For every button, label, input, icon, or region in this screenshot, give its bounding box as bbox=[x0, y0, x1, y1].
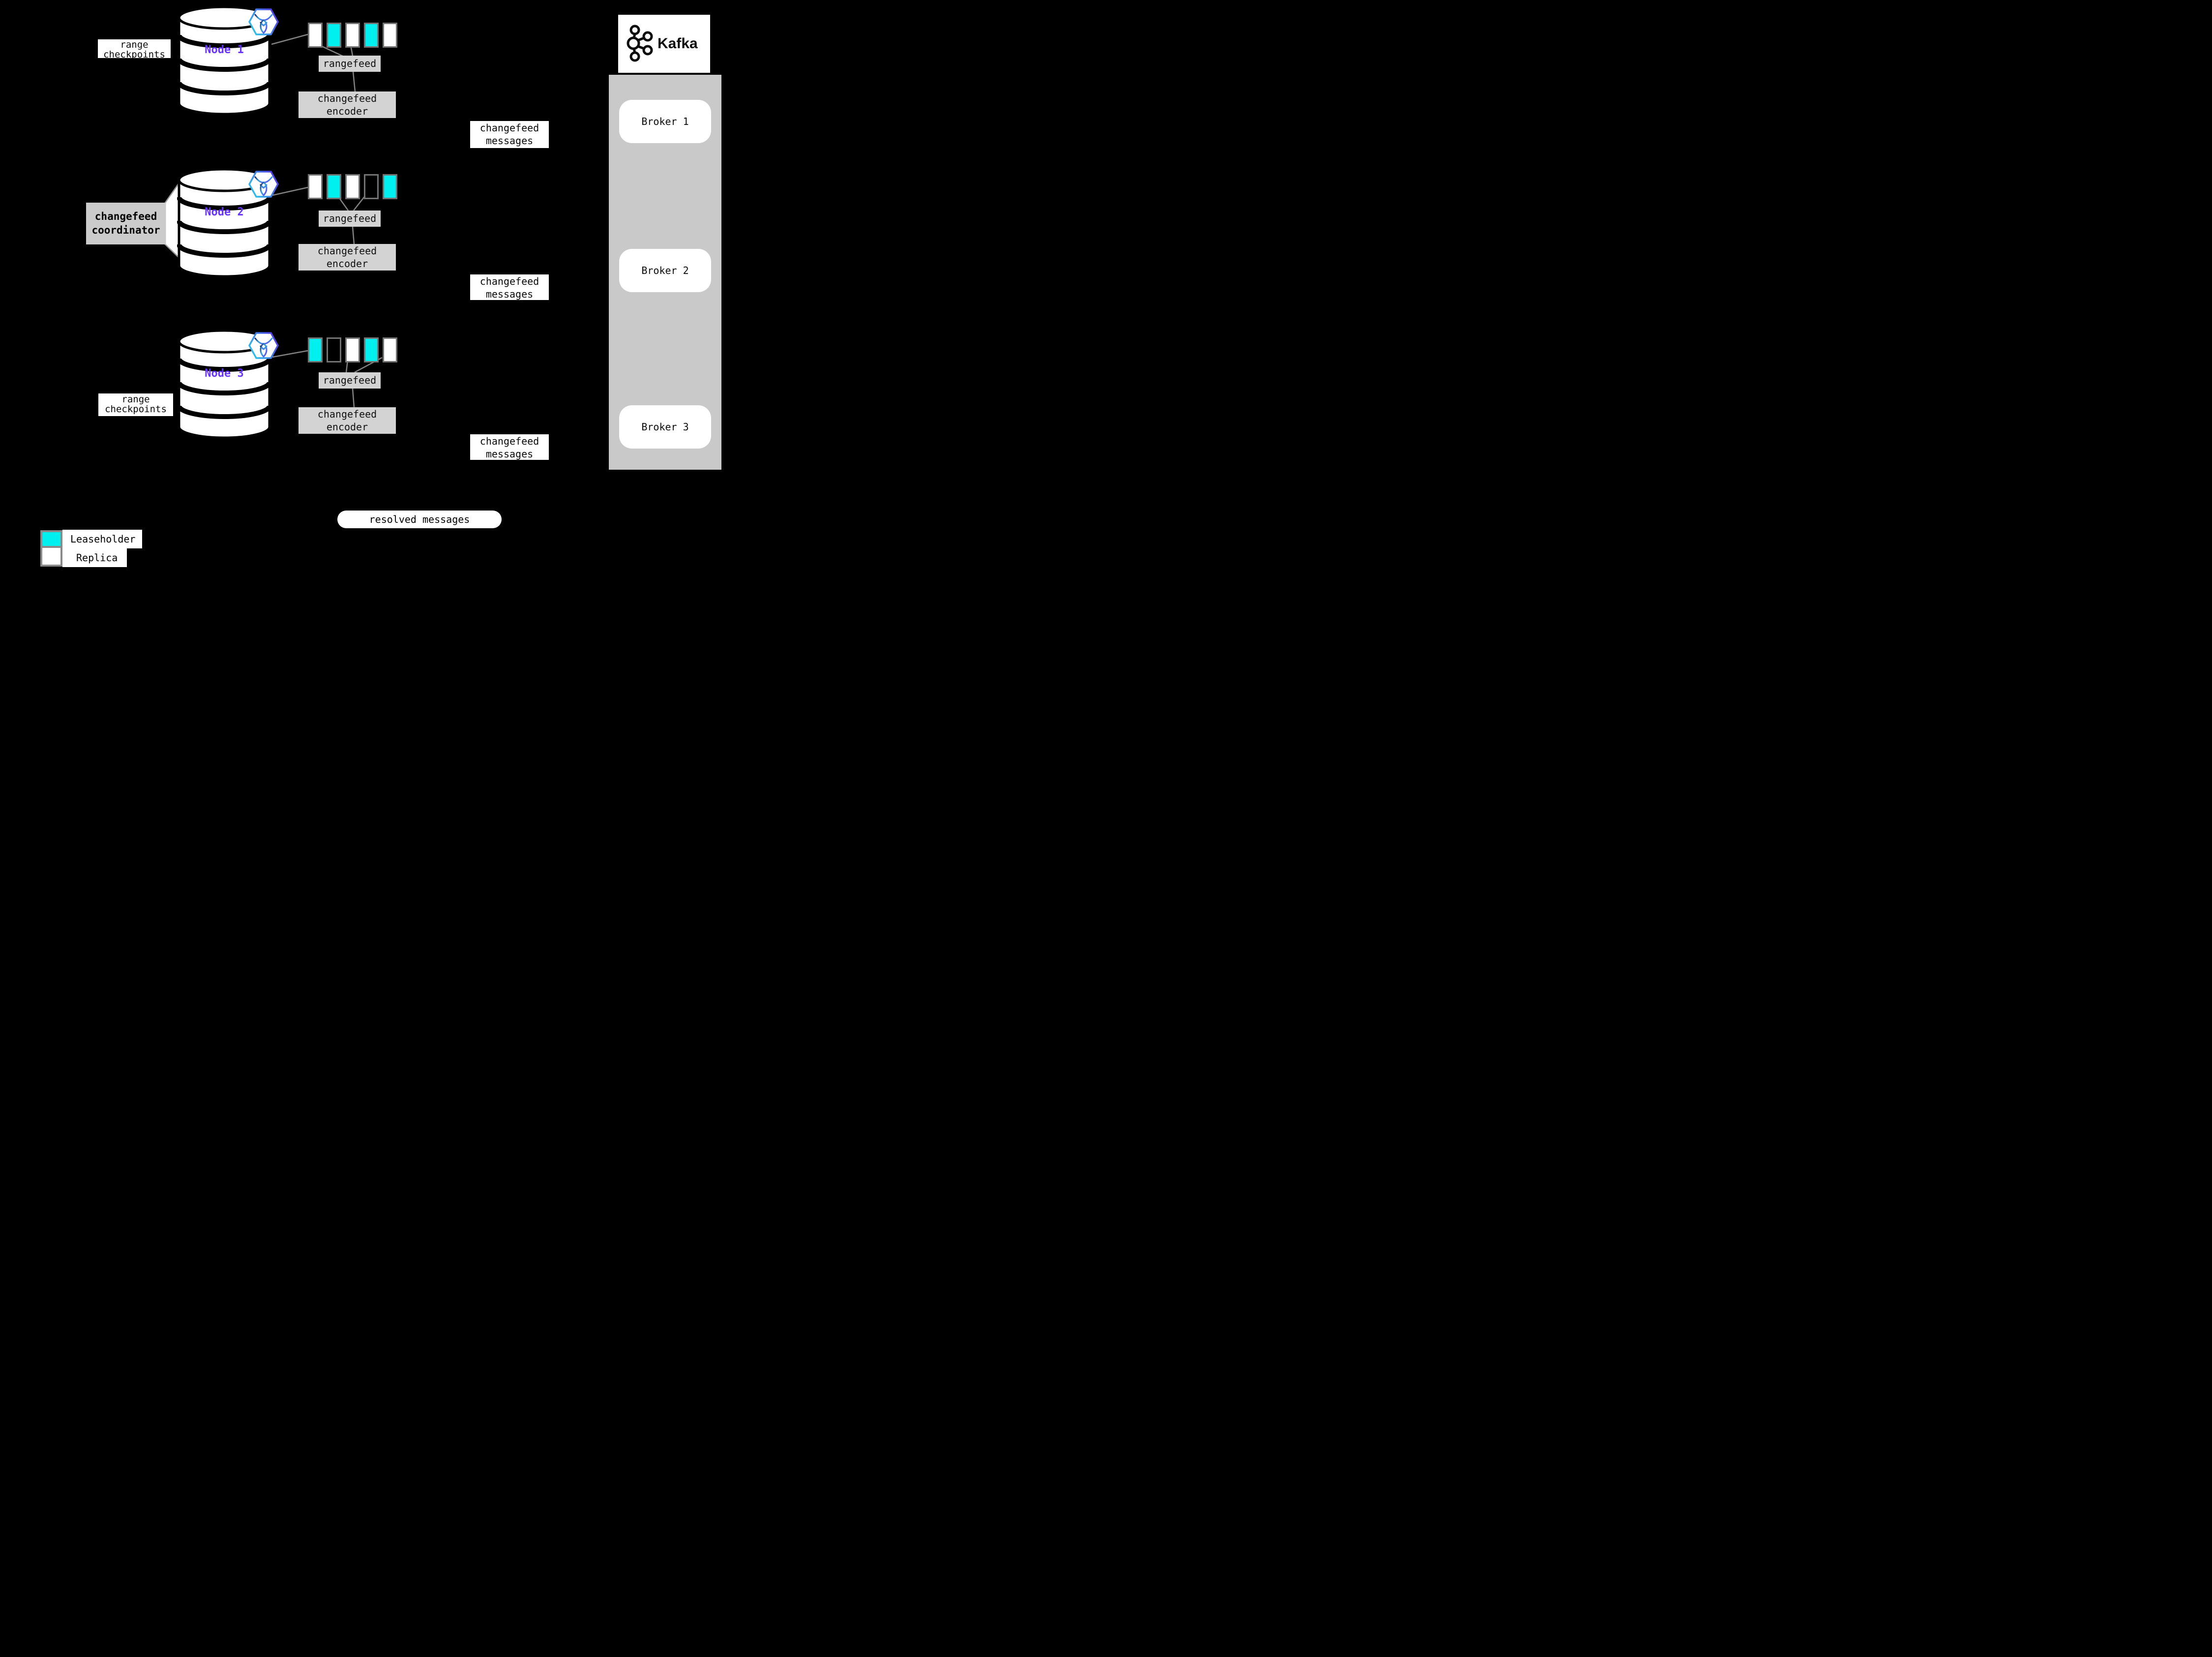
cockroachdb-hexagon-icon bbox=[248, 332, 279, 359]
range-rect bbox=[308, 174, 323, 199]
range-checkpoints-label-1: range checkpoints bbox=[98, 39, 171, 58]
node-2-label: Node 2 bbox=[205, 206, 243, 218]
broker-2-box: Broker 2 bbox=[619, 249, 711, 292]
node-2-ranges bbox=[308, 174, 397, 199]
broker-3-box: Broker 3 bbox=[619, 405, 711, 449]
kafka-logo-box: Kafka bbox=[618, 15, 710, 73]
node-3-cylinder: Node 3 bbox=[177, 329, 271, 439]
cockroach-glyph-icon bbox=[254, 14, 273, 34]
range-rect bbox=[327, 23, 341, 48]
range-rect bbox=[364, 23, 379, 48]
range-rect bbox=[383, 337, 397, 362]
range-checkpoints-label-2: range checkpoints bbox=[98, 393, 173, 416]
range-rect bbox=[364, 337, 379, 362]
range-rect bbox=[345, 23, 360, 48]
changefeed-coordinator-label: changefeed coordinator bbox=[86, 203, 166, 244]
changefeed-encoder-box-3: changefeed encoder bbox=[299, 407, 396, 434]
legend-leaseholder-swatch bbox=[40, 530, 62, 548]
kafka-title: Kafka bbox=[658, 35, 698, 52]
changefeed-encoder-box-1: changefeed encoder bbox=[299, 91, 396, 118]
node-3-label: Node 3 bbox=[205, 367, 243, 380]
cockroach-glyph-icon bbox=[254, 337, 273, 358]
range-rect bbox=[345, 174, 360, 199]
node-3-ranges bbox=[308, 337, 397, 362]
legend-replica-label: Replica bbox=[62, 548, 127, 567]
range-rect bbox=[383, 174, 397, 199]
range-rect bbox=[345, 337, 360, 362]
legend-leaseholder-label: Leaseholder bbox=[62, 530, 142, 548]
changefeed-messages-label-1: changefeed messages bbox=[470, 121, 549, 148]
node-1-label: Node 1 bbox=[205, 44, 243, 56]
node-1-cylinder: Node 1 bbox=[177, 5, 271, 116]
changefeed-messages-label-3: changefeed messages bbox=[470, 434, 549, 460]
rangefeed-box-3: rangefeed bbox=[319, 372, 381, 389]
changefeed-encoder-box-2: changefeed encoder bbox=[299, 244, 396, 271]
cockroachdb-hexagon-icon bbox=[248, 171, 279, 198]
range-rect bbox=[327, 337, 341, 362]
range-rect bbox=[308, 337, 323, 362]
legend-replica-swatch bbox=[40, 546, 62, 567]
range-rect bbox=[308, 23, 323, 48]
kafka-logo-icon bbox=[627, 25, 653, 62]
range-rect bbox=[383, 23, 397, 48]
arrowhead-coordinator bbox=[81, 221, 87, 227]
range-rect bbox=[364, 174, 379, 199]
broker-1-box: Broker 1 bbox=[619, 100, 711, 143]
node-1-ranges bbox=[308, 23, 397, 48]
rangefeed-box-1: rangefeed bbox=[319, 56, 381, 72]
cockroach-glyph-icon bbox=[254, 176, 273, 197]
cockroachdb-hexagon-icon bbox=[248, 8, 279, 35]
changefeed-messages-label-2: changefeed messages bbox=[470, 274, 549, 300]
rangefeed-box-2: rangefeed bbox=[319, 211, 381, 227]
changefeed-architecture-diagram: Node 1 range checkpoints rangefeed chang… bbox=[0, 0, 771, 577]
range-rect bbox=[327, 174, 341, 199]
resolved-messages-pill: resolved messages bbox=[337, 511, 502, 528]
